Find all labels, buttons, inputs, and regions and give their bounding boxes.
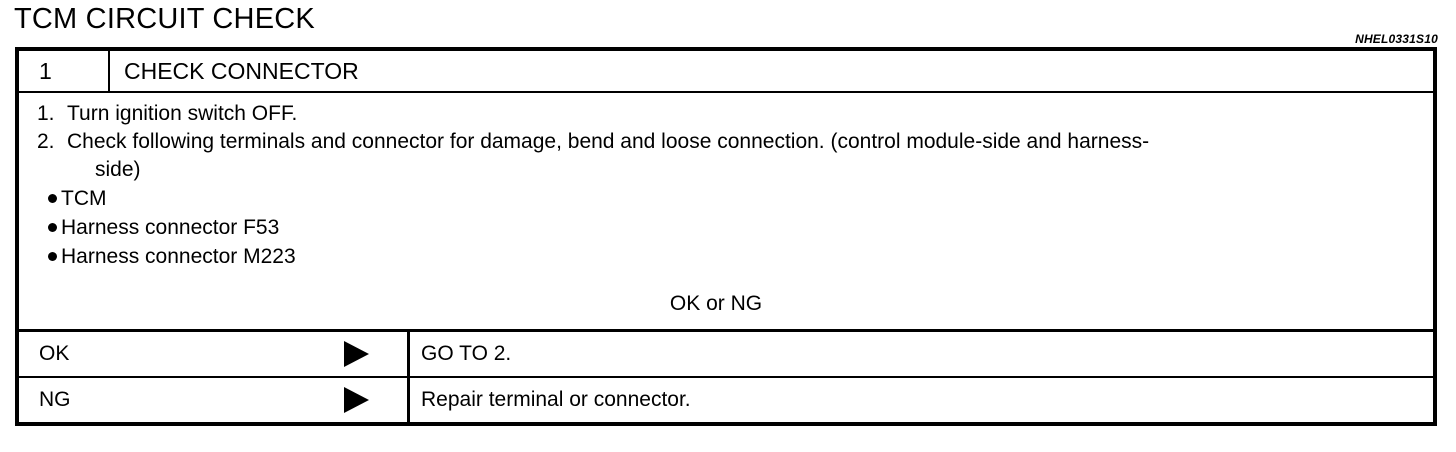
procedure-item: 1. Turn ignition switch OFF. — [29, 100, 1423, 128]
procedure-item-text: Turn ignition switch OFF. — [67, 102, 298, 125]
bullet-dot-icon — [29, 213, 59, 242]
check-point-item: Harness connector F53 — [29, 213, 1423, 242]
check-point-list: TCM Harness connector F53 Harness connec… — [29, 184, 1423, 271]
step-name-cell: CHECK CONNECTOR — [124, 57, 359, 84]
bullet-dot-icon — [29, 242, 59, 271]
page-title: TCM CIRCUIT CHECK — [14, 3, 315, 35]
step-body-cell: 1. Turn ignition switch OFF. 2. Check fo… — [19, 93, 1433, 332]
procedure-list: 1. Turn ignition switch OFF. 2. Check fo… — [29, 100, 1423, 184]
result-action-cell: Repair terminal or connector. — [421, 388, 691, 411]
check-point-item: TCM — [29, 184, 1423, 213]
right-triangle-arrow-icon — [344, 341, 369, 367]
check-point-label: Harness connector F53 — [61, 216, 280, 239]
procedure-item-text: Check following terminals and connector … — [67, 130, 1150, 153]
procedure-item: 2. Check following terminals and connect… — [29, 128, 1423, 184]
reference-code: NHEL0331S10 — [1355, 32, 1438, 46]
bullet-dot-icon — [29, 184, 59, 213]
procedure-item-text-wrap: Turn ignition switch OFF. — [63, 100, 1423, 128]
procedure-item-text-continuation: side) — [95, 158, 141, 181]
judgement-prompt: OK or NG — [669, 292, 763, 315]
procedure-item-marker: 2. — [37, 130, 55, 153]
check-point-item: Harness connector M223 — [29, 242, 1423, 271]
result-row-ng: NG Repair terminal or connector. — [19, 376, 1433, 422]
check-point-label: TCM — [61, 187, 107, 210]
result-action-cell: GO TO 2. — [421, 342, 512, 365]
result-condition-label: NG — [39, 388, 71, 411]
step-number-cell: 1 — [19, 51, 110, 91]
diagnostic-step-table: 1 CHECK CONNECTOR 1. Turn ignition switc… — [15, 47, 1437, 426]
right-triangle-arrow-icon — [344, 387, 369, 413]
check-point-label: Harness connector M223 — [61, 245, 296, 268]
result-condition-cell: OK — [19, 332, 410, 376]
procedure-item-marker: 1. — [37, 102, 55, 125]
procedure-item-text-wrap: Check following terminals and connector … — [63, 128, 1423, 184]
result-row-ok: OK GO TO 2. — [19, 332, 1433, 376]
result-condition-label: OK — [39, 342, 70, 365]
result-condition-cell: NG — [19, 378, 410, 422]
step-header-row: 1 CHECK CONNECTOR — [19, 51, 1433, 93]
